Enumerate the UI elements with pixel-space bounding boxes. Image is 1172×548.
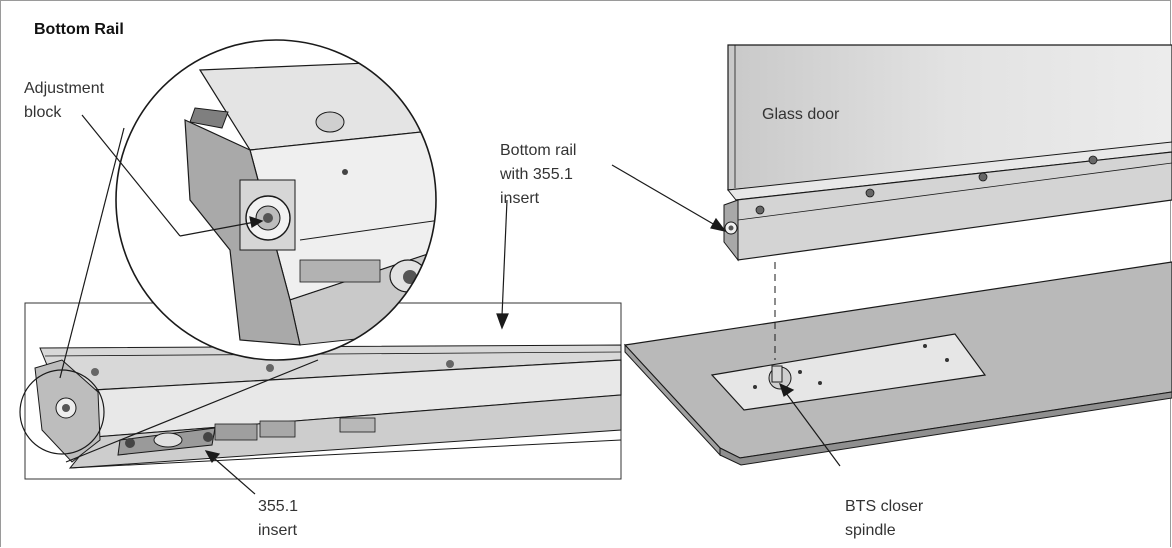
label-adjustment-block: Adjustment block: [24, 80, 105, 121]
rail-detail-box: [24, 302, 622, 480]
leader-bottom-rail-door: [611, 164, 716, 226]
leader-spindle: [785, 392, 841, 467]
label-spindle: BTS closer spindle: [845, 498, 924, 539]
magnified-detail: [115, 39, 437, 361]
leader-adjustment-block: [81, 114, 181, 237]
label-bottom-rail: Bottom rail with 355.1 insert: [500, 142, 577, 207]
closer-plate: [710, 333, 987, 411]
label-insert: 355.1 insert: [258, 498, 299, 539]
leader-lines: [81, 114, 841, 495]
leader-bottom-rail-detail: [501, 199, 508, 317]
leader-insert: [214, 458, 256, 495]
magnifier-connector: [19, 127, 319, 463]
label-glass-door: Glass door: [762, 106, 840, 123]
door-bottom-rail: [723, 141, 1172, 262]
figure-title: Bottom Rail: [34, 21, 124, 38]
